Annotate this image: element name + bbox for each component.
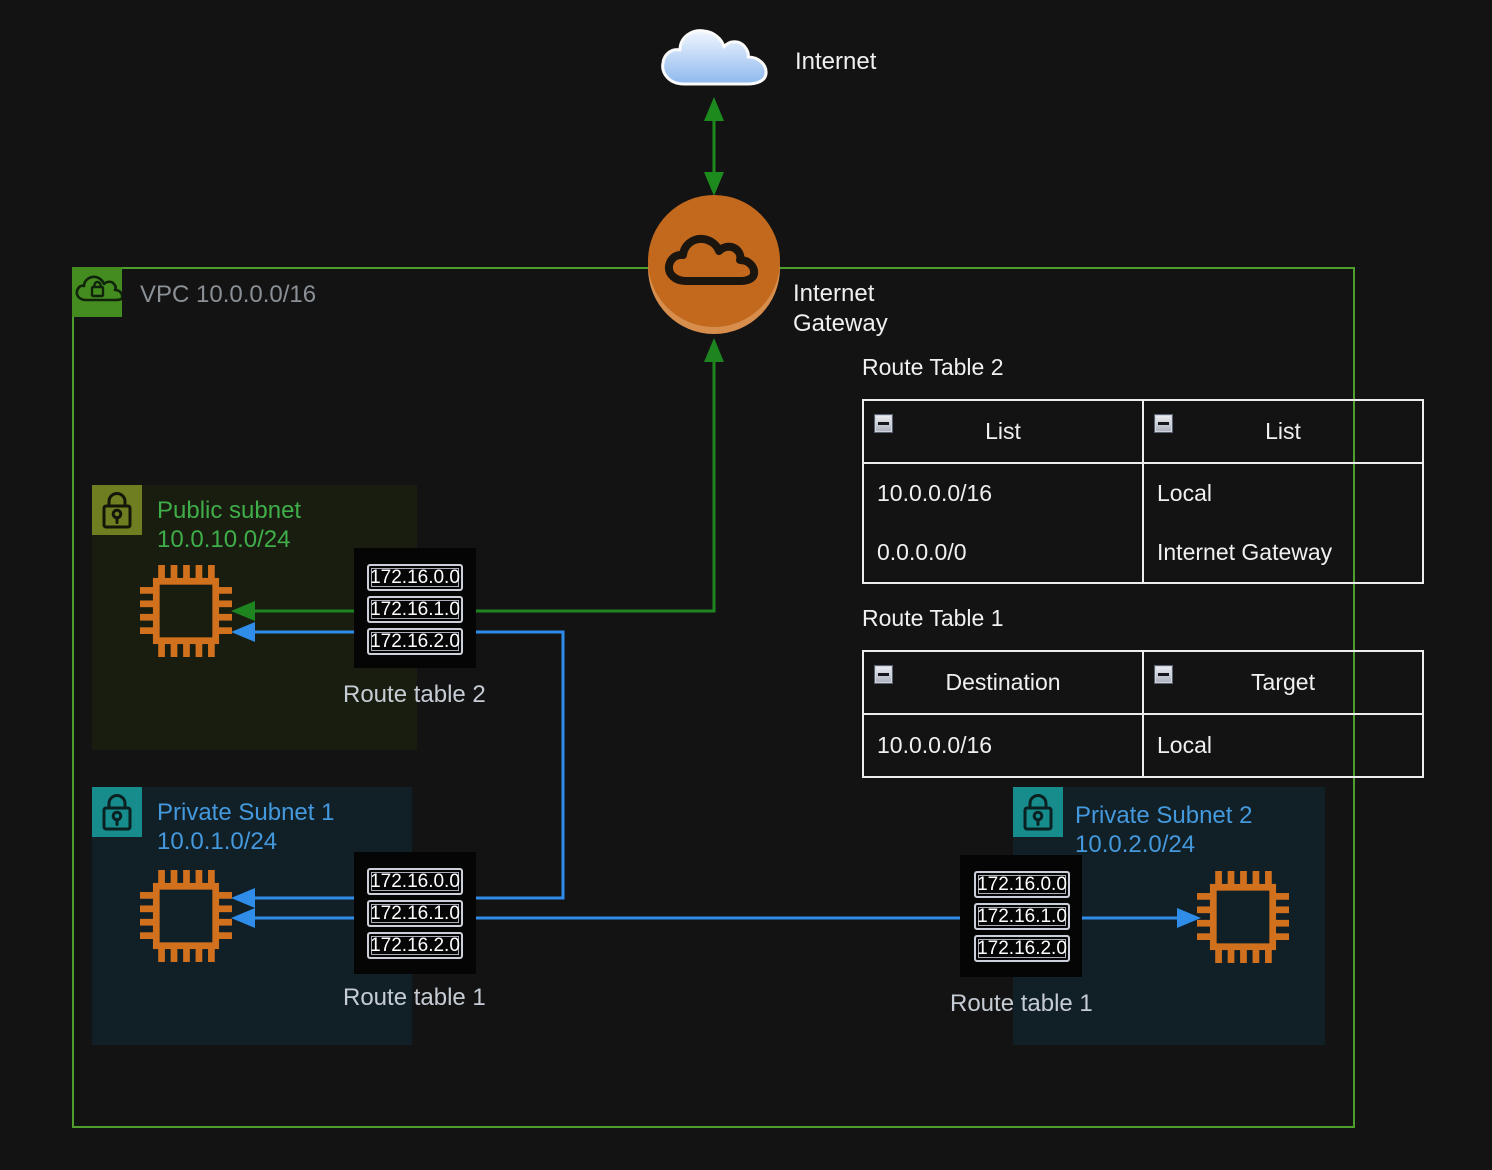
private-subnet-1-cidr: 10.0.1.0/24: [157, 828, 278, 855]
table-row: 10.0.0.0/16 Local: [864, 464, 1422, 523]
table-cell: Local: [1142, 715, 1422, 776]
collapse-minus-icon[interactable]: [1154, 414, 1173, 433]
route-stack-1-right[interactable]: 172.16.0.0 172.16.1.0 172.16.2.0: [974, 871, 1070, 967]
route-table-2-header: List List: [864, 401, 1422, 464]
private-subnet-2-cidr: 10.0.2.0/24: [1075, 831, 1196, 858]
route-stack-1-left-label: Route table 1: [343, 984, 486, 1011]
internet-gateway-icon[interactable]: [648, 195, 780, 334]
edge-gateway-public-chip[interactable]: [231, 338, 724, 621]
private-subnet-1-chip-icon[interactable]: [140, 870, 232, 962]
table-row: 10.0.0.0/16 Local: [864, 715, 1422, 776]
route-stack-1-right-label: Route table 1: [950, 990, 1093, 1017]
collapse-minus-icon[interactable]: [874, 414, 893, 433]
route-stack-1-left[interactable]: 172.16.0.0 172.16.1.0 172.16.2.0: [367, 868, 463, 964]
edge-internet-gateway[interactable]: [704, 97, 724, 196]
collapse-minus-icon[interactable]: [1154, 665, 1173, 684]
route-table-1-col1-header: Destination: [864, 652, 1142, 713]
route-entry: 172.16.2.0: [367, 932, 463, 959]
route-entry: 172.16.0.0: [367, 564, 463, 591]
internet-gateway-label-line2: Gateway: [793, 310, 888, 337]
route-table-2-title: Route Table 2: [862, 354, 1004, 380]
route-table-2-col2-header: List: [1142, 401, 1422, 462]
route-entry: 172.16.2.0: [974, 935, 1070, 962]
route-table-2[interactable]: List List 10.0.0.0/16 Local 0.0.0.0/0 Inter…: [862, 399, 1424, 584]
route-table-1[interactable]: Destination Target 10.0.0.0/16 Local: [862, 650, 1424, 778]
public-subnet-lock-icon: [92, 485, 142, 535]
route-stack-2[interactable]: 172.16.0.0 172.16.1.0 172.16.2.0: [367, 564, 463, 660]
table-cell: Local: [1142, 464, 1422, 523]
private-subnet-2-title: Private Subnet 2: [1075, 802, 1253, 829]
private-subnet-2-chip-icon[interactable]: [1197, 871, 1289, 963]
route-entry: 172.16.0.0: [367, 868, 463, 895]
route-table-2-col1-label: List: [985, 418, 1021, 444]
route-table-2-col2-label: List: [1265, 418, 1301, 444]
route-entry: 172.16.1.0: [367, 900, 463, 927]
table-cell: Internet Gateway: [1142, 523, 1422, 582]
collapse-minus-icon[interactable]: [874, 665, 893, 684]
private-subnet-2-lock-icon: [1013, 787, 1063, 837]
route-entry: 172.16.1.0: [974, 903, 1070, 930]
private-subnet-2-label: Private Subnet 2 10.0.2.0/24: [1075, 801, 1252, 859]
route-entry: 172.16.1.0: [367, 596, 463, 623]
table-cell: 0.0.0.0/0: [877, 539, 967, 565]
vpc-label: VPC 10.0.0.0/16: [140, 281, 317, 308]
route-table-1-title: Route Table 1: [862, 605, 1004, 631]
internet-gateway-label: Internet Gateway: [793, 279, 888, 339]
route-table-2-col1-header: List: [864, 401, 1142, 462]
route-entry: 172.16.0.0: [974, 871, 1070, 898]
public-subnet-label: Public subnet 10.0.10.0/24: [157, 496, 301, 554]
table-cell: 10.0.0.0/16: [877, 480, 993, 506]
public-subnet-cidr: 10.0.10.0/24: [157, 526, 291, 553]
route-entry: 172.16.2.0: [367, 628, 463, 655]
table-cell: 10.0.0.0/16: [877, 732, 993, 758]
internet-gateway-label-line1: Internet: [793, 280, 875, 307]
route-table-1-header: Destination Target: [864, 652, 1422, 715]
public-subnet-title: Public subnet: [157, 497, 302, 524]
route-table-1-col2-header: Target: [1142, 652, 1422, 713]
private-subnet-1-label: Private Subnet 1 10.0.1.0/24: [157, 798, 334, 856]
public-subnet-chip-icon[interactable]: [140, 565, 232, 657]
private-subnet-1-lock-icon: [92, 787, 142, 837]
route-stack-2-label: Route table 2: [343, 681, 486, 708]
route-table-1-col2-label: Target: [1251, 669, 1315, 695]
internet-label: Internet: [795, 48, 877, 75]
private-subnet-1-title: Private Subnet 1: [157, 799, 335, 826]
vpc-cloud-lock-icon: [72, 267, 124, 317]
table-row: 0.0.0.0/0 Internet Gateway: [864, 523, 1422, 582]
route-table-1-col1-label: Destination: [945, 669, 1061, 695]
internet-cloud-icon[interactable]: [661, 29, 768, 86]
